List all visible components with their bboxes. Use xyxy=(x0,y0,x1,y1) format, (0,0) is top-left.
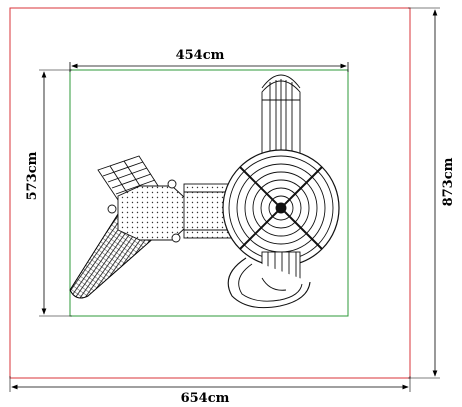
spiral-slide-icon xyxy=(227,251,311,309)
inner-footprint-boundary xyxy=(69,69,349,317)
playground-structure-icon xyxy=(69,74,340,309)
outer-height-dimension: 873cm xyxy=(408,7,456,379)
inner-width-label: 454cm xyxy=(176,48,225,63)
inner-height-dimension: 573cm xyxy=(25,69,72,317)
outer-height-label: 873cm xyxy=(441,157,456,206)
outer-width-label: 654cm xyxy=(181,391,230,406)
inner-height-label: 573cm xyxy=(25,151,40,200)
inner-width-dimension: 454cm xyxy=(69,48,349,72)
round-tower-platform xyxy=(222,149,340,267)
outer-safety-boundary xyxy=(9,7,411,379)
outer-width-dimension: 654cm xyxy=(9,376,411,406)
deck-platform xyxy=(117,185,186,241)
tower-roof-icon xyxy=(261,74,301,163)
